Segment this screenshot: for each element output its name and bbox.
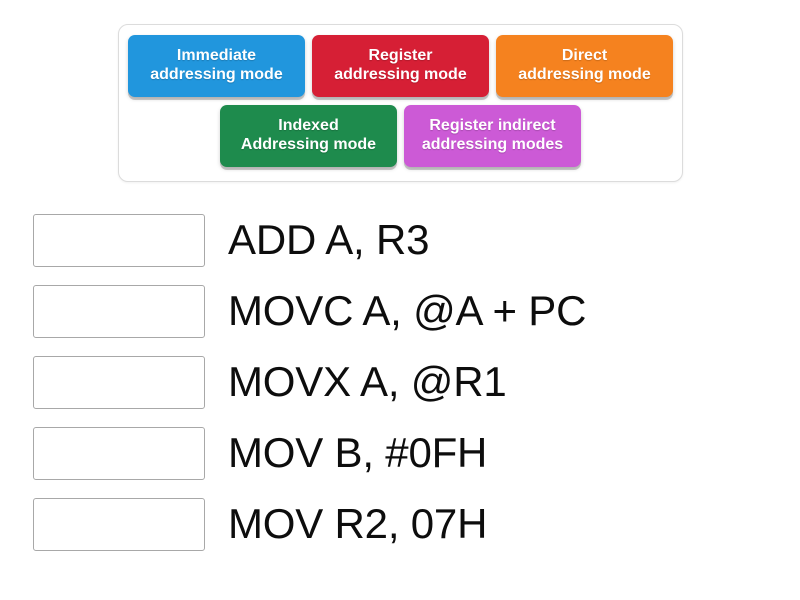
drop-zone-4[interactable] [33,426,205,480]
tile-direct-addressing-mode[interactable]: Direct addressing mode [496,35,673,97]
tile-row-1: Immediate addressing mode Register addre… [127,35,674,97]
drop-zone-2[interactable] [33,284,205,338]
tile-label: Register addressing mode [334,47,467,83]
prompt-text-5: MOV R2, 07H [228,500,488,547]
match-row: MOV R2, 07H [33,497,773,551]
prompt-text-4: MOV B, #0FH [228,429,488,476]
prompt-text-2: MOVC A, @A + PC [228,287,587,334]
answer-bank-tray: Immediate addressing mode Register addre… [118,24,683,182]
match-row: ADD A, R3 [33,213,773,267]
tile-immediate-addressing-mode[interactable]: Immediate addressing mode [128,35,305,97]
drop-zone-3[interactable] [33,355,205,409]
match-rows-list: ADD A, R3 MOVC A, @A + PC MOVX A, @R1 MO… [33,213,773,568]
tile-label: Immediate addressing mode [150,47,283,83]
match-row: MOVC A, @A + PC [33,284,773,338]
tile-label: Indexed Addressing mode [240,117,377,153]
tile-label: Direct addressing mode [518,47,651,83]
match-row: MOV B, #0FH [33,426,773,480]
prompt-text-1: ADD A, R3 [228,216,430,263]
tile-register-indirect-addressing-modes[interactable]: Register indirect addressing modes [404,105,581,167]
match-row: MOVX A, @R1 [33,355,773,409]
tile-row-2: Indexed Addressing mode Register indirec… [127,105,674,167]
drop-zone-1[interactable] [33,213,205,267]
tile-label: Register indirect addressing modes [421,117,564,153]
tile-register-addressing-mode[interactable]: Register addressing mode [312,35,489,97]
tile-indexed-addressing-mode[interactable]: Indexed Addressing mode [220,105,397,167]
prompt-text-3: MOVX A, @R1 [228,358,507,405]
drop-zone-5[interactable] [33,497,205,551]
